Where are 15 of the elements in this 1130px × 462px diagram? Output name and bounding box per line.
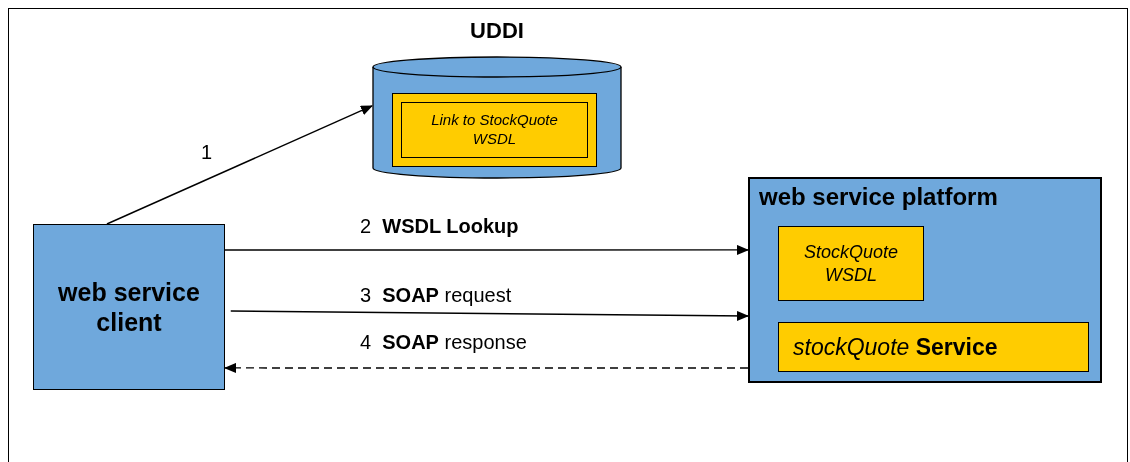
platform-box <box>748 177 1102 383</box>
arrow <box>224 362 749 373</box>
component-box <box>778 322 1089 372</box>
arrow <box>224 244 749 255</box>
arrow <box>230 310 749 321</box>
node-label: stockQuote Service <box>793 332 998 362</box>
node-label: web service client <box>57 277 201 337</box>
link-box <box>392 93 597 167</box>
arrow <box>106 105 373 225</box>
node-label: web service platform <box>759 182 998 212</box>
node-label: Link to StockQuote WSDL <box>430 111 559 149</box>
node-label: StockQuote WSDL <box>802 241 900 286</box>
client-box <box>33 224 225 390</box>
node-label: UDDI <box>469 20 525 42</box>
component-box <box>778 226 924 301</box>
